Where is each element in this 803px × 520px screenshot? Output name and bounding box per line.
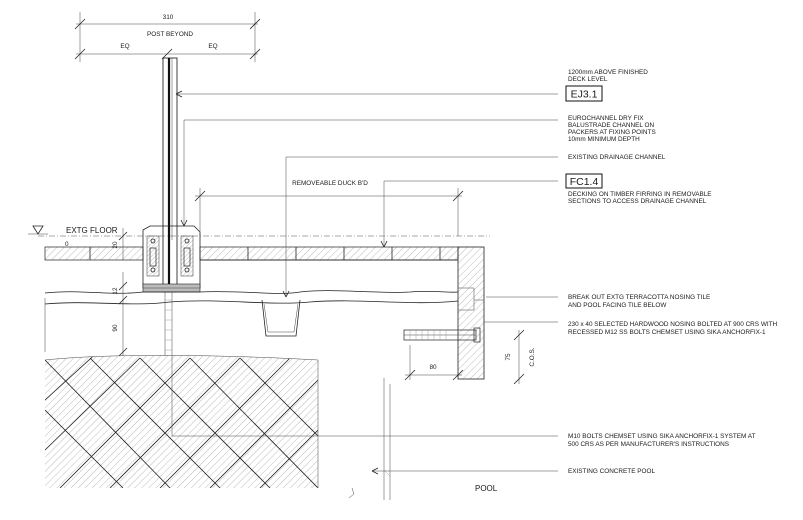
callout-c2-line1: EUROCHANNEL DRY FIX [568,115,644,122]
tag-ej31: EJ3.1 [571,89,598,101]
pool-label: POOL [475,484,498,493]
concrete-pool [45,355,391,500]
eq-dimension: EQ EQ [74,43,261,60]
callout-c5-line2: AND POOL FACING TILE BELOW [568,302,667,309]
hardwood-nosing [457,246,485,380]
cos-text: C.O.S. [529,347,536,366]
callout-c6-line1: 230 x 40 SELECTED HARDWOOD NOSING BOLTED… [568,321,778,328]
callout-c2-line4: 10mm MINIMUM DEPTH [568,136,640,143]
callout-hardwood-nosing: 230 x 40 SELECTED HARDWOOD NOSING BOLTED… [568,321,778,336]
callout-eurochannel: EUROCHANNEL DRY FIX BALUSTRADE CHANNEL O… [568,115,656,143]
callout-ej31: 1200mm ABOVE FINISHED DECK LEVEL EJ3.1 [565,69,648,102]
balustrade-post [162,57,178,293]
eq-left-text: EQ [120,43,129,50]
duck-board-dimension: REMOVEABLE DUCK B'D [194,180,464,236]
m10-bolt [164,292,173,356]
callout-c2-line3: PACKERS AT FIXING POINTS [568,129,656,136]
callout-break-out: BREAK OUT EXTG TERRACOTTA NOSING TILE AN… [568,294,710,309]
callout-c7-line2: 500 CRS AS PER MANUFACTURER'S INSTRUCTIO… [568,441,729,448]
existing-slab [44,290,459,361]
callout-c4-line2: SECTIONS TO ACCESS DRAINAGE CHANNEL [568,198,707,205]
channel-gap-text: 12 [112,287,119,295]
bolt-spacing-text: 80 [429,364,437,371]
callout-m10-bolts: M10 BOLTS CHEMSET USING SIKA ANCHORFIX-1… [568,433,756,448]
removeable-duck-text: REMOVEABLE DUCK B'D [292,180,368,187]
deck-boards [38,235,490,261]
left-dimensions: 12 90 [112,272,128,357]
callout-c6-line2: RECESSED M12 SS BOLTS CHEMSET USING SIKA… [568,329,766,336]
callout-c3-line1: EXISTING DRAINAGE CHANNEL [568,154,666,161]
extg-floor-text: EXTG FLOOR [66,226,118,235]
nosing-bolt [403,327,481,343]
callout-c7-line1: M10 BOLTS CHEMSET USING SIKA ANCHORFIX-1… [568,433,756,440]
extg-floor-marker: EXTG FLOOR 0 20 [28,225,128,260]
drainage-channel [261,299,301,337]
lower-depth-text: 90 [112,324,119,332]
callout-c4-line1: DECKING ON TIMBER FIRRING IN REMOVABLE [568,191,712,198]
bolt-spacing-dimension: 80 [404,345,464,381]
leader-lines [171,90,558,475]
overall-width-text: 310 [163,14,174,21]
callout-ej31-line2: DECK LEVEL [568,76,608,83]
callout-c2-line2: BALUSTRADE CHANNEL ON [568,122,654,129]
overall-dimension: 310 POST BEYOND [74,12,261,62]
edge-dimension: 75 C.O.S. [505,329,536,385]
eq-right-text: EQ [208,43,217,50]
callout-fc14: FC1.4 DECKING ON TIMBER FIRRING IN REMOV… [565,173,712,205]
bolt-edge-text: 75 [505,353,512,361]
callout-drainage: EXISTING DRAINAGE CHANNEL [568,154,666,161]
callout-concrete-pool: EXISTING CONCRETE POOL [568,468,655,475]
floor-zero-text: 0 [65,241,69,248]
floor-gap-text: 20 [112,241,119,249]
callout-c5-line1: BREAK OUT EXTG TERRACOTTA NOSING TILE [568,294,710,301]
post-beyond-text: POST BEYOND [147,31,193,38]
tag-fc14: FC1.4 [570,176,599,188]
callout-c8-line1: EXISTING CONCRETE POOL [568,468,655,475]
callout-ej31-line1: 1200mm ABOVE FINISHED [568,69,648,76]
